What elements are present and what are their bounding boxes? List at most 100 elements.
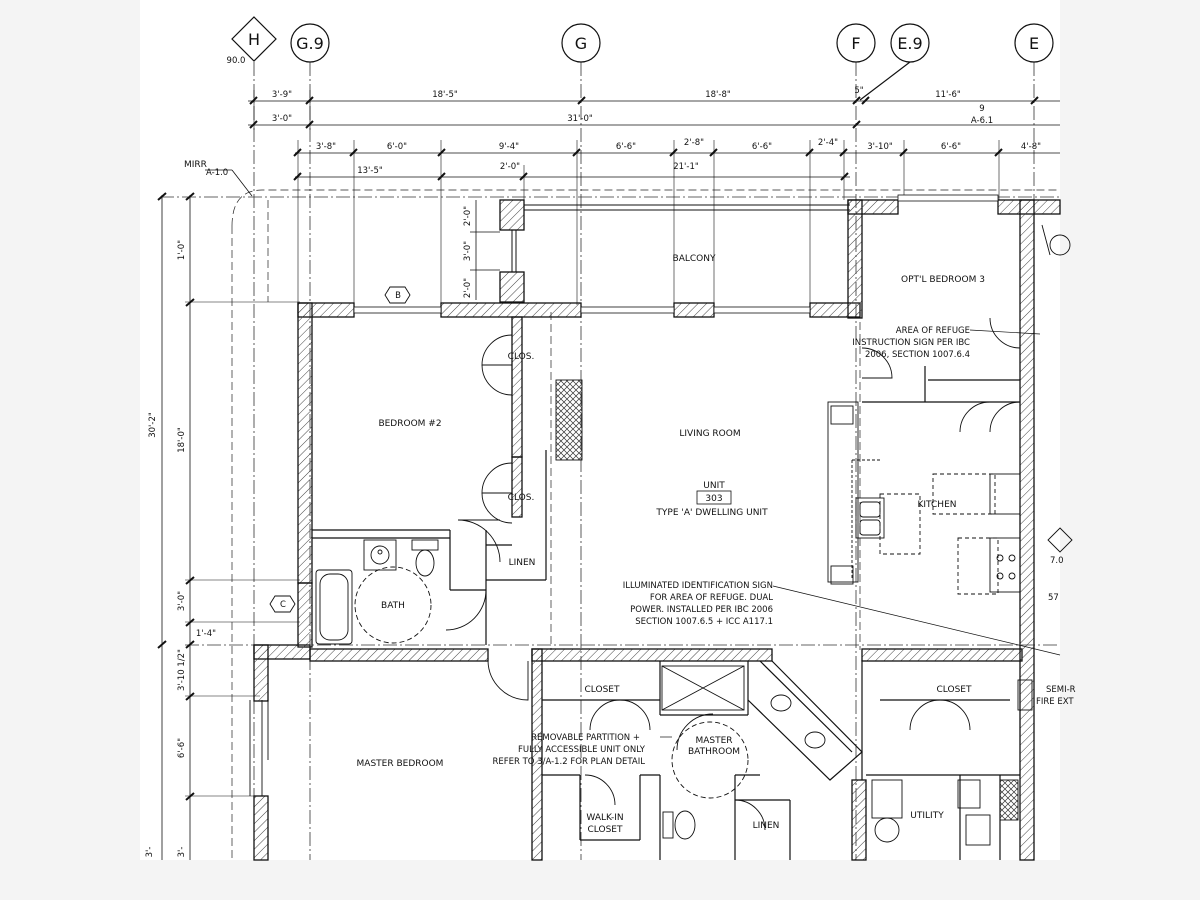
dim-3-0-v: 3'-0"	[177, 591, 187, 611]
mirror-callout	[205, 169, 253, 197]
edge-label-7: 7.0	[1050, 556, 1064, 566]
floor-plan: H 90.0 G.9 G F E.9 E	[145, 16, 1076, 861]
dimension-text-top: 3'-9" 18'-5" 18'-8" 5" 11'-6" 3'-0" 31'-…	[272, 86, 1041, 176]
leader-lines	[660, 329, 1061, 738]
note-semi-2: FIRE EXT	[1036, 697, 1074, 707]
dim-2-0: 2'-0"	[500, 162, 520, 172]
dim-18-8: 18'-8"	[705, 90, 731, 100]
dim-3-10: 3'-10"	[867, 142, 893, 152]
unit-number-box	[696, 490, 732, 505]
dim-3-8: 3'-8"	[316, 142, 336, 152]
bath-fixtures	[315, 379, 1019, 846]
room-linen2: LINEN	[753, 821, 780, 831]
dim-6-6c: 6'-6"	[941, 142, 961, 152]
dimension-text-left: 1'-0" 30'-2" 18'-0" 3'-0" 1'-4" 3'-10 1/…	[145, 240, 216, 858]
grid-label-e9: E.9	[897, 34, 922, 53]
grid-bubble-h	[231, 16, 277, 62]
room-master-bath-2: BATHROOM	[688, 747, 740, 757]
dim-4-8: 4'-8"	[1021, 142, 1041, 152]
dim-balcony-2-0b: 2'-0"	[463, 278, 473, 298]
ref-9: 9	[979, 104, 984, 114]
partitions	[312, 366, 1020, 860]
dim-11-6: 11'-6"	[935, 90, 961, 100]
grid-label-g: G	[575, 34, 587, 53]
dim-30-2-v: 30'-2"	[148, 412, 158, 438]
note-refuge-3: 2006, SECTION 1007.6.4	[865, 350, 970, 360]
dim-5: 5"	[854, 86, 863, 96]
room-master-bath-1: MASTER	[695, 736, 732, 746]
grid-label-e: E	[1029, 34, 1039, 53]
room-linen1: LINEN	[509, 558, 536, 568]
grid-label-f: F	[851, 34, 860, 53]
grid-sub-h: 90.0	[227, 56, 246, 66]
room-bedroom3: OPT'L BEDROOM 3	[901, 275, 985, 285]
master-sink-1-icon	[770, 694, 792, 712]
grid-bubble-labels: H 90.0 G.9 G F E.9 E	[227, 30, 1040, 66]
room-labels: BALCONY OPT'L BEDROOM 3 BEDROOM #2 CLOS.…	[357, 254, 985, 835]
tag-c-hexagon	[269, 595, 296, 613]
dim-3-10-v: 3'-10 1/2"	[177, 649, 187, 691]
balcony-rail	[511, 204, 850, 272]
note-illum-4: SECTION 1007.6.5 + ICC A117.1	[635, 617, 773, 627]
dim-3-v: 3'-	[177, 847, 187, 858]
grid-bubble-e	[1014, 23, 1054, 63]
note-partition-2: FULLY ACCESSIBLE UNIT ONLY	[518, 745, 646, 755]
note-partition-1: REMOVABLE PARTITION +	[531, 733, 640, 743]
note-illum-2: FOR AREA OF REFUGE. DUAL	[650, 593, 773, 603]
room-balcony: BALCONY	[673, 254, 716, 264]
dim-balcony-3-0: 3'-0"	[463, 241, 473, 261]
room-walk-in-2: CLOSET	[588, 825, 623, 835]
grid-bubbles	[231, 16, 1054, 101]
tag-b-label: B	[395, 291, 401, 301]
room-master-bedroom: MASTER BEDROOM	[357, 759, 444, 769]
dim-2-4: 2'-4"	[818, 138, 838, 148]
master-toilet-icon	[674, 810, 696, 840]
dim-6-6b: 6'-6"	[752, 142, 772, 152]
room-bath: BATH	[381, 601, 405, 611]
grid-label-h: H	[248, 30, 260, 49]
dim-2-8: 2'-8"	[684, 138, 704, 148]
dim-6-6a: 6'-6"	[616, 142, 636, 152]
dim-1-0-v: 1'-0"	[177, 240, 187, 260]
dim-21-1: 21'-1"	[673, 162, 699, 172]
room-utility: UTILITY	[910, 811, 944, 821]
dim-18-5: 18'-5"	[432, 90, 458, 100]
dim-6-0: 6'-0"	[387, 142, 407, 152]
grid-label-g9: G.9	[296, 34, 324, 53]
balcony-dimensions	[470, 200, 500, 300]
dim-18-0-v: 18'-0"	[177, 427, 187, 453]
note-refuge-1: AREA OF REFUGE	[896, 326, 970, 336]
dim-13-5: 13'-5"	[357, 166, 383, 176]
room-bedroom2: BEDROOM #2	[378, 419, 441, 429]
door-swings	[249, 317, 1021, 831]
dim-6-6-v: 6'-6"	[177, 738, 187, 758]
note-illum-1: ILLUMINATED IDENTIFICATION SIGN	[623, 581, 773, 591]
walls	[253, 199, 1061, 861]
room-clos1: CLOS.	[508, 352, 535, 362]
room-closet1: CLOSET	[585, 685, 620, 695]
room-clos2: CLOS.	[508, 493, 535, 503]
room-kitchen: KITCHEN	[918, 500, 957, 510]
note-illum-3: POWER. INSTALLED PER IBC 2006	[630, 605, 773, 615]
dim-3-0: 3'-0"	[272, 114, 292, 124]
unit-label: UNIT	[703, 481, 725, 491]
kitchen-fixtures	[827, 401, 1021, 595]
overhang-outline	[231, 189, 1060, 860]
note-partition-3: REFER TO 3/A-1.2 FOR PLAN DETAIL	[492, 757, 645, 767]
dim-balcony-2-0a: 2'-0"	[463, 206, 473, 226]
notes: AREA OF REFUGE INSTRUCTION SIGN PER IBC …	[492, 326, 1075, 767]
bath-sink-icon	[370, 545, 390, 565]
dimension-lines-top	[248, 90, 1060, 305]
dim-9-4: 9'-4"	[499, 142, 519, 152]
dim-3-v-outer: 3'-	[145, 847, 155, 858]
grid-bubble-g	[561, 23, 601, 63]
master-sink-2-icon	[804, 731, 826, 749]
room-closet2: CLOSET	[937, 685, 972, 695]
dim-1-4-v: 1'-4"	[196, 629, 216, 639]
tag-c-label: C	[280, 600, 286, 610]
room-walk-in-1: WALK-IN	[586, 813, 623, 823]
right-edge-symbols	[1017, 224, 1073, 711]
room-living: LIVING ROOM	[679, 429, 740, 439]
fireplace	[555, 379, 583, 461]
mirr-label: MIRR	[184, 160, 207, 170]
